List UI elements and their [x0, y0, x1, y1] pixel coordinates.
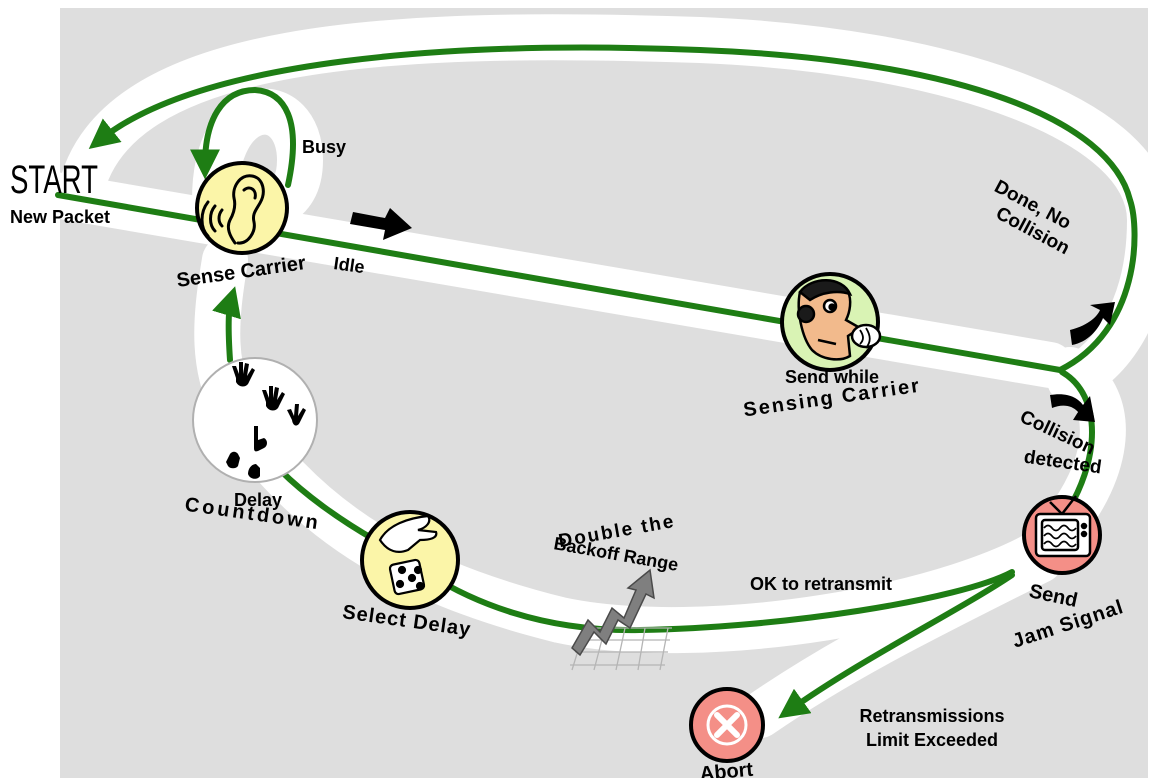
x-mark-icon [706, 704, 748, 746]
hand-dice-icon [378, 514, 438, 596]
retransmissions-line1: Retransmissions [859, 706, 1004, 726]
done-direction-arrow [1070, 302, 1115, 345]
path-delay-to-sense [212, 286, 241, 363]
ear-icon [200, 174, 265, 245]
send-jam-signal-node [1022, 495, 1102, 575]
new-packet-label: New Packet [10, 207, 110, 227]
select-delay-node [360, 510, 460, 610]
idle-direction-arrow [350, 208, 412, 240]
abort-node [689, 687, 765, 763]
counting-hands-icon [226, 362, 306, 479]
sense-carrier-node [195, 161, 289, 255]
path-abort [778, 572, 1015, 719]
rising-arrow-graph-icon [570, 568, 672, 671]
collision-direction-arrow [1050, 394, 1095, 422]
tv-static-icon [1034, 495, 1092, 558]
talking-head-icon [796, 279, 882, 361]
retransmissions-line2: Limit Exceeded [866, 730, 998, 750]
busy-label: Busy [302, 137, 346, 157]
path-retransmit [427, 569, 1015, 634]
start-label: START [10, 158, 98, 202]
delay-countdown-line1: Delay [234, 490, 282, 510]
abort-label: Abort [699, 759, 754, 778]
path-busy-loop [190, 86, 296, 188]
send-while-sensing-node [780, 272, 882, 372]
ok-to-retransmit-label: OK to retransmit [750, 574, 892, 594]
path-done-no-collision [88, 44, 1138, 373]
path-select-to-delay [277, 467, 378, 543]
delay-countdown-node [192, 357, 318, 483]
send-while-label-line1: Send while [785, 367, 879, 387]
idle-label: Idle [332, 253, 365, 277]
